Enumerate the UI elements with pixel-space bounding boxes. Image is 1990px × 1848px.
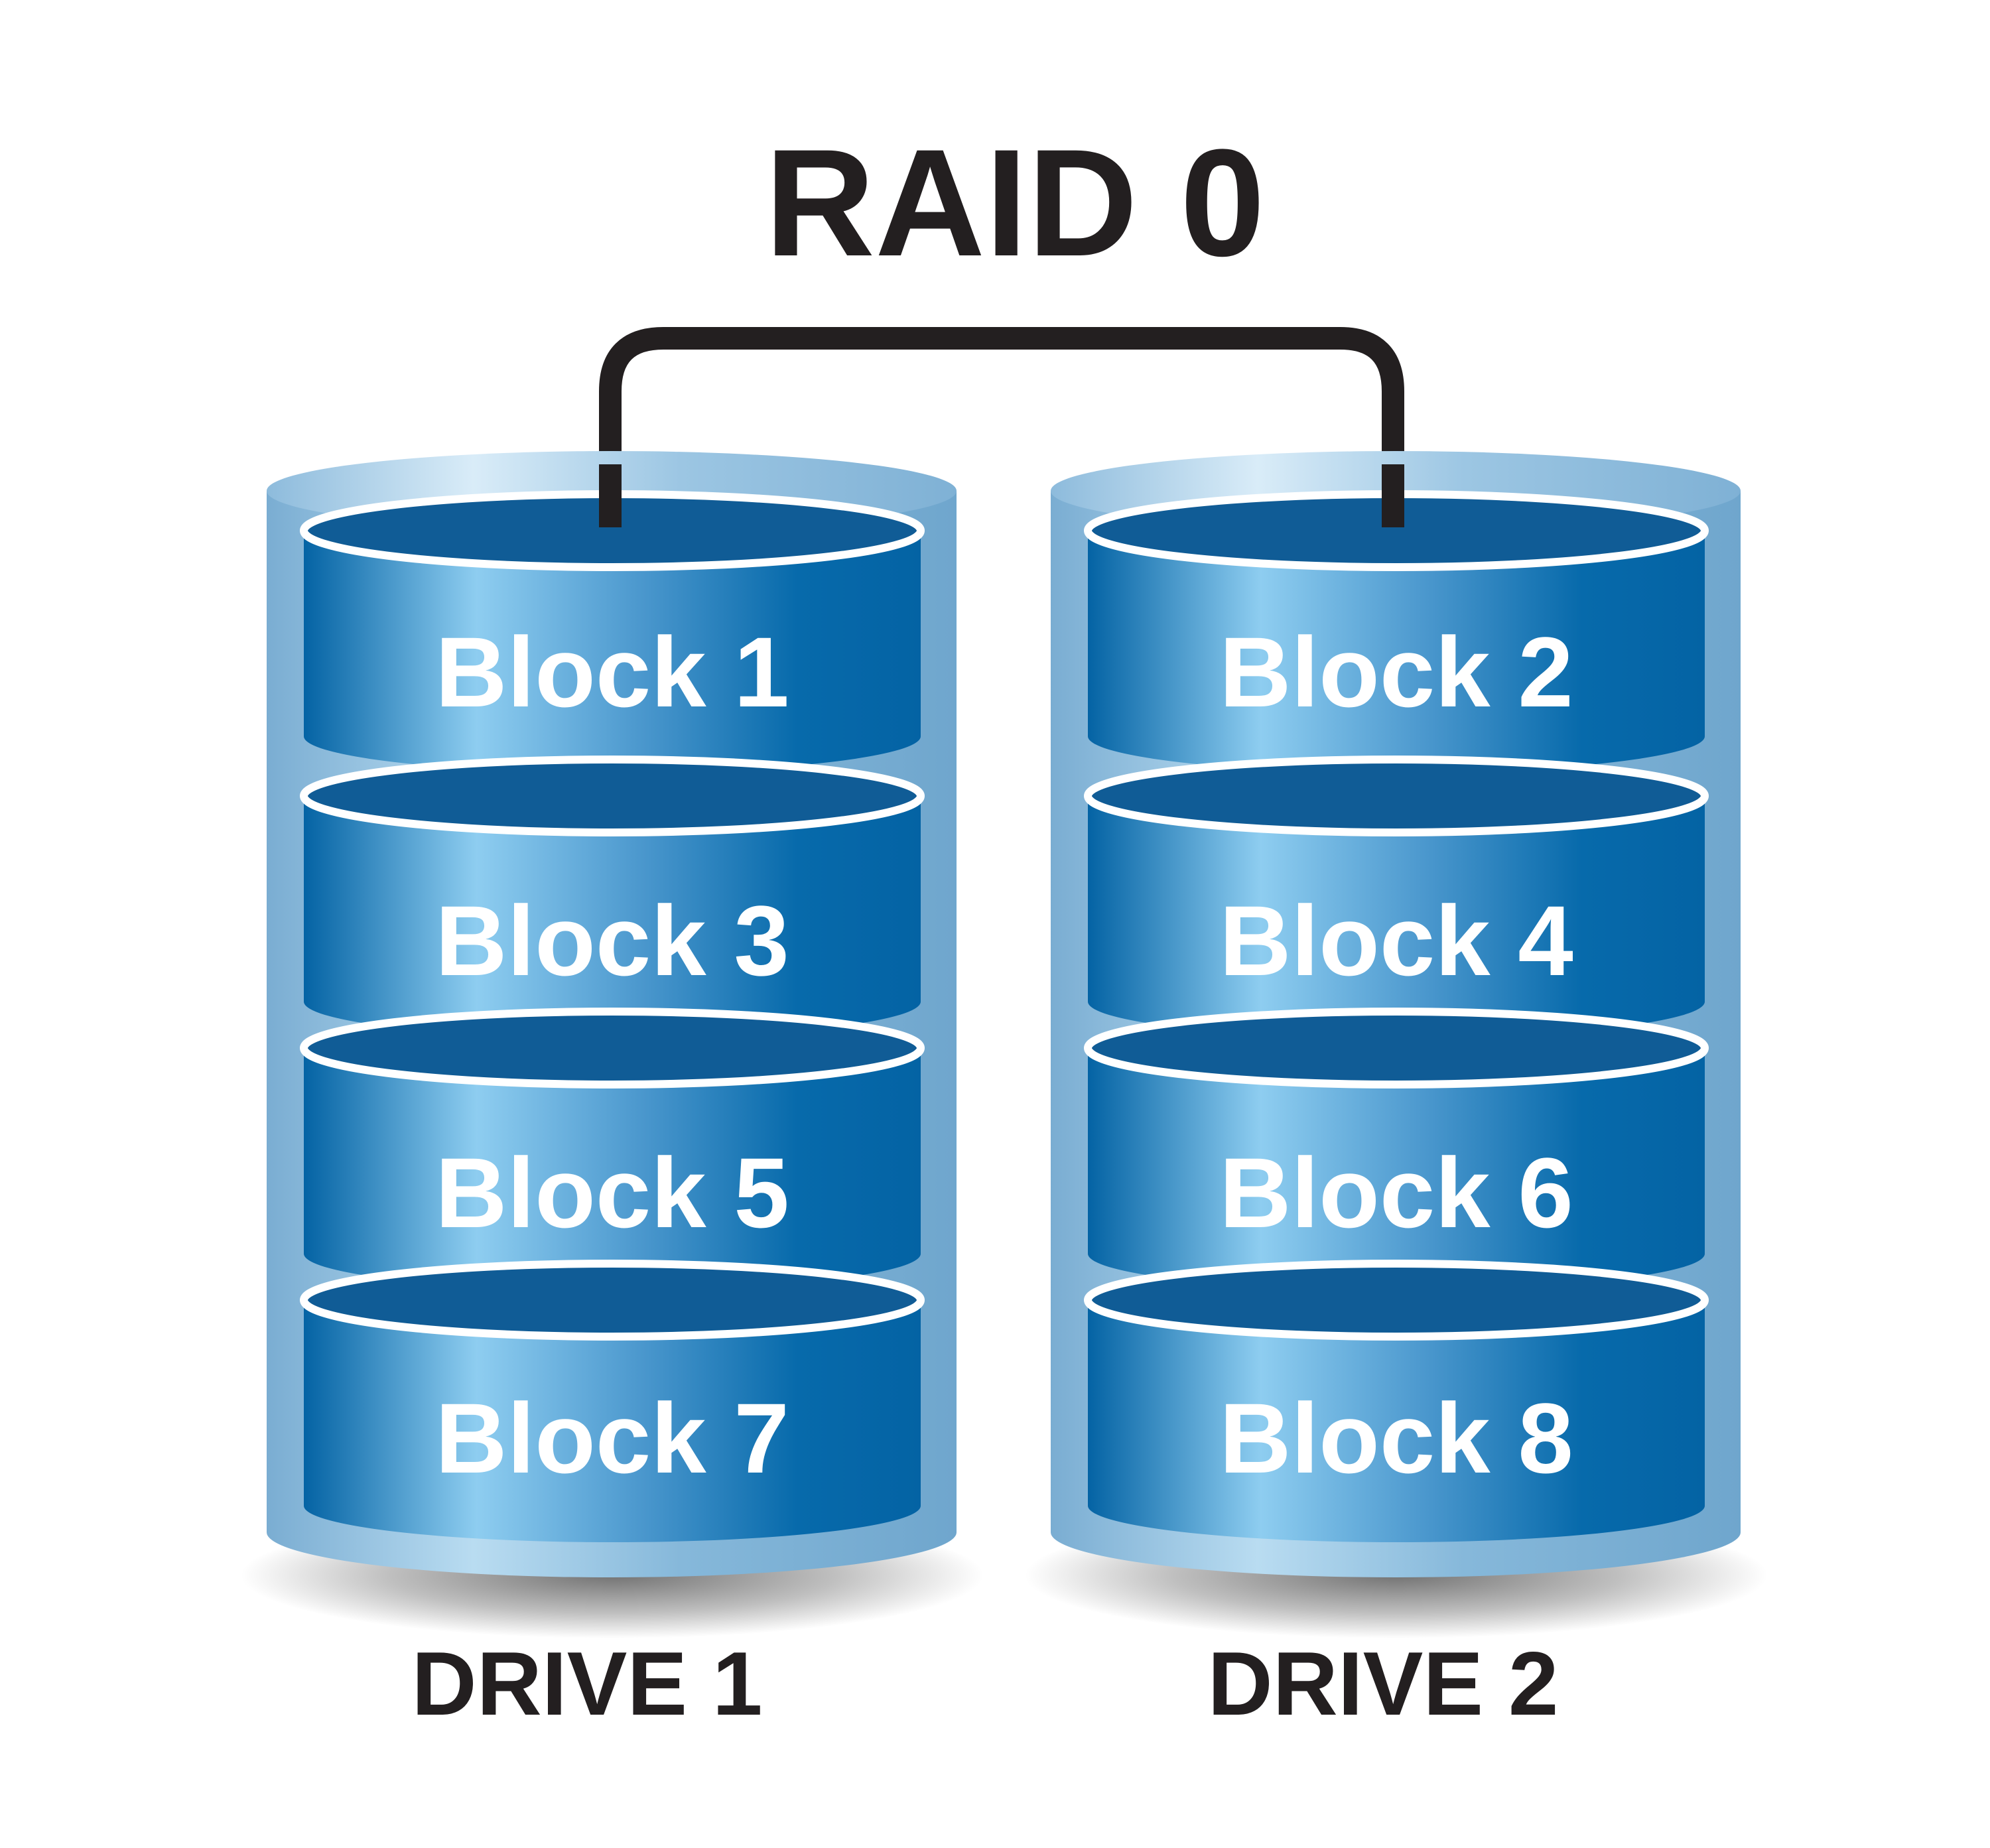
drive-1-block-2-top [300,756,925,836]
drive-2-block-3-label: Block 6 [1219,1137,1573,1248]
drive-1-block-1: Block 1 [300,490,925,773]
drive-1-block-4-label: Block 7 [435,1382,789,1494]
drive-2-block-3-top [1084,1008,1709,1089]
drive-2-block-4-label: Block 8 [1219,1382,1573,1494]
drive-2-block-4: Block 8 [1084,1260,1709,1542]
drive-1-block-2-label: Block 3 [435,885,789,996]
drive-2-block-1-label: Block 2 [1219,616,1573,728]
connector-stub-right [1382,464,1404,527]
drive-1-block-3-top [300,1008,925,1089]
drive-2-block-2-top [1084,756,1709,836]
drive-1-block-1-label: Block 1 [435,616,789,728]
connector-stub-left [599,464,622,527]
drive-1-label: DRIVE 1 [411,1633,762,1734]
drive-1-block-4-top [300,1260,925,1341]
drive-1-block-2: Block 3 [300,756,925,1038]
drive-2-block-4-top [1084,1260,1709,1341]
drive-2-block-2: Block 4 [1084,756,1709,1038]
drive-1-block-3-label: Block 5 [435,1137,789,1248]
drive-2-block-1: Block 2 [1084,490,1709,773]
drive-1-block-1-bottom [304,700,921,773]
stripe-connector [599,327,1404,527]
drive-2-block-2-label: Block 4 [1219,885,1573,996]
drive-1-block-4-bottom [304,1469,921,1542]
drive-1-block-3: Block 5 [300,1008,925,1290]
drive-1: Block 1 Block 3 Block 5 Block 7 DRIVE 1 [241,451,984,1734]
drive-2-block-3: Block 6 [1084,1008,1709,1290]
drive-2-block-4-bottom [1088,1469,1705,1542]
diagram-title: RAID 0 [765,117,1265,288]
drive-2-label: DRIVE 2 [1207,1633,1558,1734]
drive-2-block-1-bottom [1088,700,1705,773]
drive-1-block-4: Block 7 [300,1260,925,1542]
drive-2: Block 2 Block 4 Block 6 Block 8 DRIVE 2 [1025,451,1768,1734]
